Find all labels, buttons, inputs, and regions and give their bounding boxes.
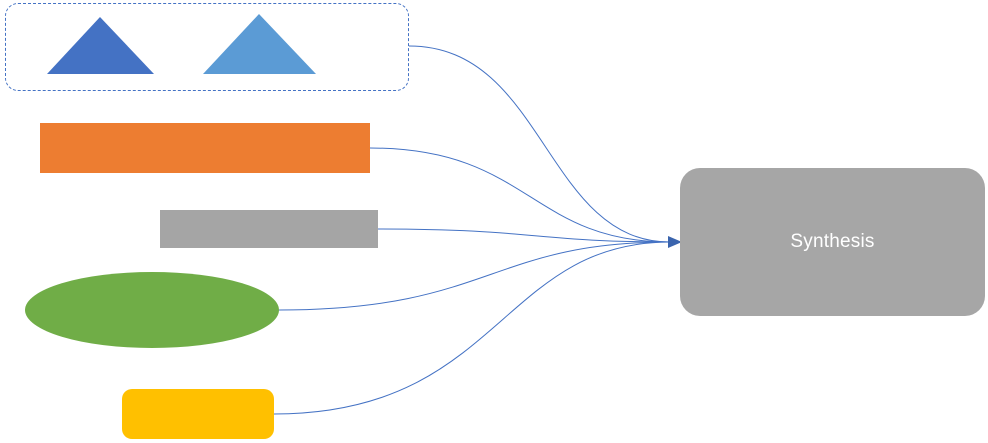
connector-line-ellipse-to-synthesis — [278, 241, 671, 311]
synthesis-box: Synthesis — [680, 168, 985, 316]
synthesis-label: Synthesis — [790, 231, 875, 252]
dark-blue-triangle-shape — [47, 17, 154, 74]
connector-line-orange-to-synthesis — [369, 147, 671, 243]
gray-bar-shape — [160, 210, 378, 248]
green-ellipse-shape — [25, 272, 279, 348]
connector-arrowhead-icon — [668, 236, 682, 248]
yellow-rounded-rect-shape — [122, 389, 274, 439]
orange-bar-shape — [40, 123, 370, 173]
dashed-input-group-box — [5, 3, 409, 91]
connector-line-gray-to-synthesis — [377, 228, 671, 243]
connector-line-dashed-group-to-synthesis — [408, 45, 671, 243]
light-blue-triangle-shape — [203, 14, 316, 74]
connector-line-yellow-to-synthesis — [273, 241, 671, 415]
